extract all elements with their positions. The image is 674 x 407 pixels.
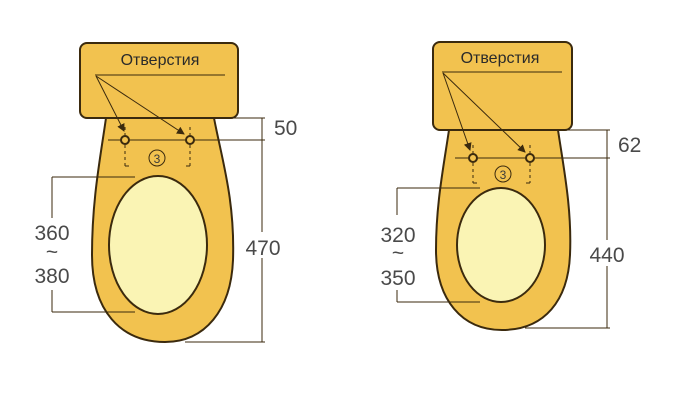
holes-label-left: Отверстия (121, 52, 200, 69)
toilet-right: Отверстия 3 62 440 320 ~ 350 (380, 41, 641, 332)
total-length-right: 440 (589, 244, 624, 267)
seat-opening-left (108, 175, 208, 315)
total-length-left: 470 (245, 237, 280, 260)
holes-label-right: Отверстия (461, 50, 540, 67)
seat-min-left: 360 (34, 222, 69, 245)
hole-left-2 (185, 135, 195, 145)
hole-right-2 (525, 153, 535, 163)
hole-right-1 (468, 153, 478, 163)
hole-offset-left: 50 (274, 117, 297, 140)
seat-opening-right (456, 187, 546, 303)
toilet-left: Отверстия 3 50 470 360 ~ 380 (34, 42, 297, 344)
hole-left-1 (120, 135, 130, 145)
seat-max-left: 380 (34, 265, 69, 288)
marker-right: 3 (500, 168, 507, 182)
tilde-right: ~ (392, 242, 404, 265)
tilde-left: ~ (46, 241, 58, 264)
hole-offset-right: 62 (618, 134, 641, 157)
seat-max-right: 350 (380, 267, 415, 290)
seat-min-right: 320 (380, 224, 415, 247)
marker-left: 3 (154, 152, 161, 166)
